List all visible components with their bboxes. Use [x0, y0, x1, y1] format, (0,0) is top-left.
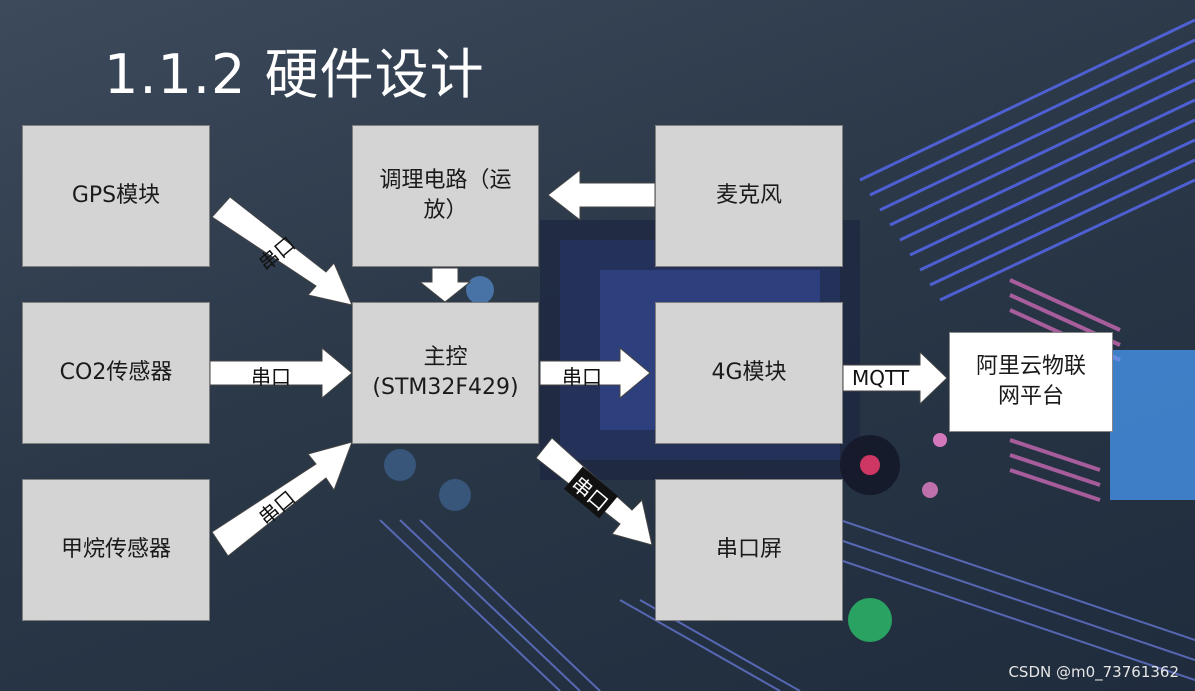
arrow-co2-mcu [209, 346, 353, 400]
gps-module-box: GPS模块 [22, 125, 210, 267]
arrow-gps-mcu [211, 196, 353, 306]
watermark: CSDN @m0_73761362 [1008, 663, 1179, 681]
aliyun-label-line1: 阿里云物联 [975, 354, 1086, 380]
gps-module-label: GPS模块 [71, 183, 161, 209]
arrow-mic-conditioning [547, 168, 656, 222]
arrow-conditioning-mcu [418, 267, 472, 303]
conditioning-label-line2: 放） [423, 198, 468, 223]
aliyun-iot-box: 阿里云物联 网平台 [949, 332, 1113, 432]
microphone-label: 麦克风 [715, 183, 782, 209]
microphone-box: 麦克风 [655, 125, 843, 267]
4g-module-box: 4G模块 [655, 302, 843, 444]
co2-sensor-box: CO2传感器 [22, 302, 210, 444]
arrow-mcu-4g [539, 346, 651, 400]
4g-module-label: 4G模块 [711, 360, 787, 386]
mcu-box: 主控 (STM32F429) [352, 302, 539, 444]
conditioning-circuit-box: 调理电路（运 放） [352, 125, 539, 267]
aliyun-label-line2: 网平台 [997, 384, 1064, 409]
page-title: 1.1.2 硬件设计 [104, 43, 485, 106]
label-co2-mcu: 串口 [251, 365, 291, 389]
methane-sensor-label: 甲烷传感器 [60, 537, 171, 563]
co2-sensor-label: CO2传感器 [59, 360, 173, 386]
arrow-methane-mcu [211, 441, 353, 557]
arrow-4g-aliyun [842, 350, 948, 406]
serial-screen-box: 串口屏 [655, 479, 843, 621]
mcu-label-line2: (STM32F429) [372, 375, 519, 400]
conditioning-label-line1: 调理电路（运 [379, 168, 512, 194]
label-mcu-4g: 串口 [562, 365, 602, 389]
serial-screen-label: 串口屏 [715, 537, 782, 563]
methane-sensor-box: 甲烷传感器 [22, 479, 210, 621]
label-4g-aliyun: MQTT [852, 366, 910, 390]
mcu-label-line1: 主控 [423, 345, 468, 371]
